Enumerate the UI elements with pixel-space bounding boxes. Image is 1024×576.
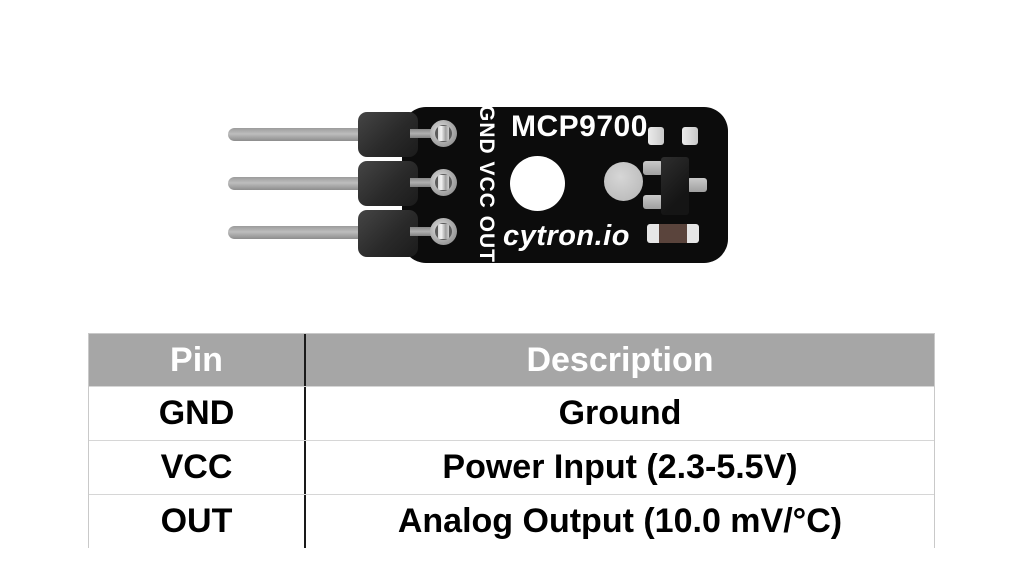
smd-pad [682, 127, 698, 145]
pin-header-plastic-block [358, 112, 418, 157]
smd-pad [648, 127, 664, 145]
pin-header-plastic-block [358, 161, 418, 206]
silkscreen-circle-marking [604, 162, 643, 201]
silkscreen-pin-labels: GND VCC OUT [475, 105, 498, 263]
smd-resistor [647, 224, 699, 243]
table-row-gnd: GND Ground [89, 386, 934, 440]
description-cell: Ground [558, 394, 682, 432]
brand-logo-text: cytron.io [503, 220, 630, 252]
mounting-hole [510, 156, 565, 211]
pin-solder-stub [410, 227, 446, 236]
sot23-lead [643, 195, 663, 209]
header-pin-gnd [228, 128, 378, 141]
table-header-pin: Pin [89, 334, 306, 386]
plated-hole-pin [438, 175, 449, 190]
description-cell: Power Input (2.3-5.5V) [442, 448, 798, 486]
pin-header-plastic-block [358, 210, 418, 257]
table-header-description: Description [526, 340, 714, 379]
plated-hole-pin [438, 126, 449, 141]
sot23-sensor-ic [661, 157, 689, 215]
plated-hole-pin [438, 224, 449, 239]
plated-hole-gnd [430, 120, 457, 147]
header-pin-out [228, 226, 378, 239]
table-row-vcc: VCC Power Input (2.3-5.5V) [89, 440, 934, 494]
description-cell: Analog Output (10.0 mV/°C) [397, 502, 843, 540]
header-pin-vcc [228, 177, 378, 190]
pin-cell: VCC [89, 441, 306, 494]
chip-part-number-label: MCP9700 [511, 110, 648, 143]
plated-hole-vcc [430, 169, 457, 196]
plated-hole-out [430, 218, 457, 245]
sot23-lead [643, 161, 663, 175]
pin-solder-stub [410, 129, 446, 138]
sot23-lead [687, 178, 707, 192]
pin-solder-stub [410, 178, 446, 187]
table-row-out: OUT Analog Output (10.0 mV/°C) [89, 494, 934, 548]
pinout-table: Pin Description GND Ground VCC Power Inp… [88, 333, 935, 548]
table-header-row: Pin Description [89, 334, 934, 386]
pin-cell: OUT [89, 495, 306, 548]
pin-cell: GND [89, 387, 306, 440]
